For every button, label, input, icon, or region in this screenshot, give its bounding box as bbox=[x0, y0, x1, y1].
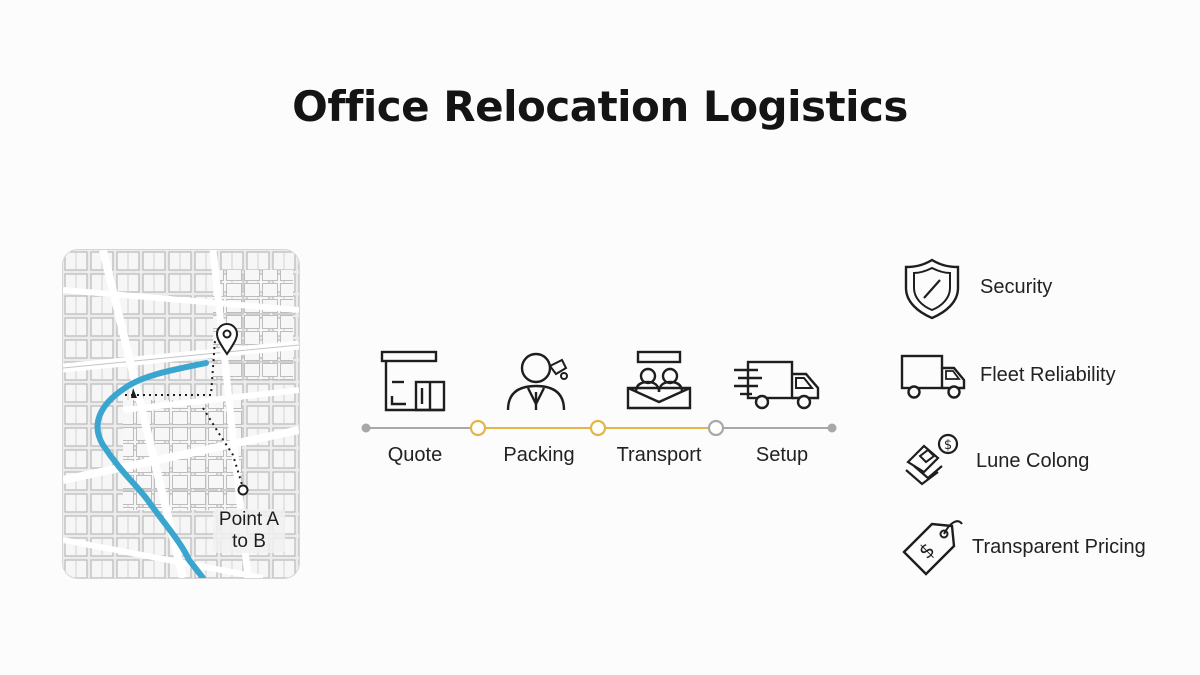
coin-transfer-icon: $ bbox=[905, 433, 959, 486]
timeline-start-dot bbox=[361, 423, 371, 433]
shield-icon bbox=[904, 258, 960, 320]
meeting-table-icon bbox=[626, 350, 692, 410]
feature-lune-colong: $ Lune Colong bbox=[898, 426, 1188, 496]
svg-text:$: $ bbox=[914, 538, 940, 564]
feature-label: Transparent Pricing bbox=[972, 536, 1146, 558]
person-icon bbox=[506, 352, 568, 411]
route-map: Point A to B bbox=[62, 249, 300, 579]
feature-fleet-reliability: Fleet Reliability bbox=[898, 340, 1188, 410]
destination-marker bbox=[237, 484, 249, 496]
price-tag-icon: $ bbox=[902, 520, 963, 576]
feature-label: Fleet Reliability bbox=[980, 364, 1116, 386]
timeline-end-dot bbox=[827, 423, 837, 433]
feature-transparent-pricing: $ Transparent Pricing bbox=[898, 512, 1188, 582]
process-timeline: Quote Packing Transport Setup bbox=[350, 340, 850, 480]
feature-label: Security bbox=[980, 276, 1053, 298]
route-line bbox=[94, 360, 209, 578]
warehouse-icon bbox=[380, 350, 446, 412]
map-label: Point A to B bbox=[213, 509, 285, 553]
page-title: Office Relocation Logistics bbox=[292, 82, 908, 131]
timeline-node bbox=[707, 419, 725, 437]
step-label-transport: Transport bbox=[616, 444, 702, 466]
svg-text:$: $ bbox=[944, 438, 952, 453]
step-label-setup: Setup bbox=[755, 444, 809, 466]
truck-icon bbox=[900, 354, 966, 399]
step-label-quote: Quote bbox=[387, 444, 443, 466]
location-pin-icon bbox=[215, 323, 239, 356]
timeline-node bbox=[469, 419, 487, 437]
timeline-node bbox=[589, 419, 607, 437]
moving-truck-icon bbox=[734, 360, 820, 410]
feature-label: Lune Colong bbox=[976, 450, 1090, 472]
feature-security: Security bbox=[898, 252, 1188, 322]
map-streets bbox=[63, 250, 299, 578]
step-label-packing: Packing bbox=[503, 444, 575, 466]
